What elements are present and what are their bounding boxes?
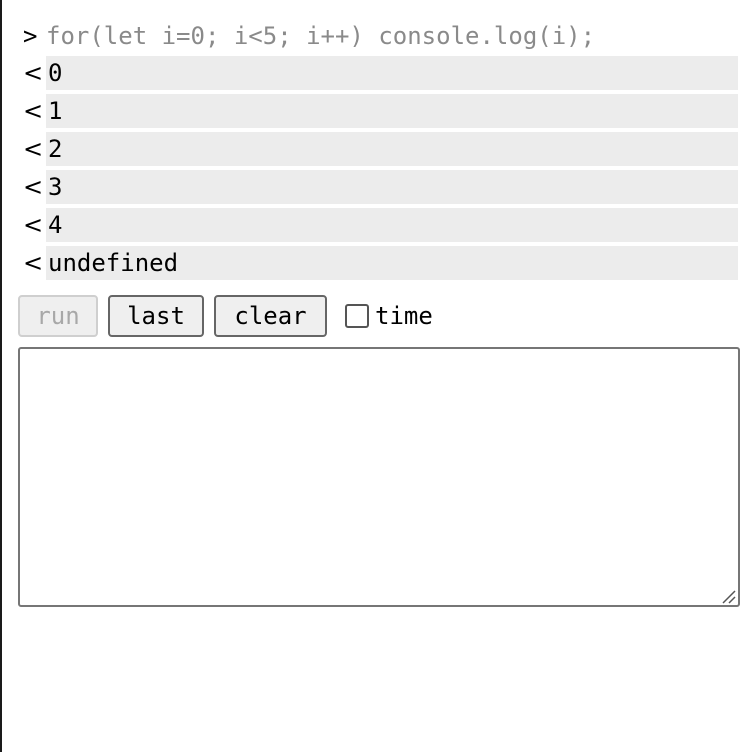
clear-button[interactable]: clear xyxy=(214,295,327,337)
output-value: 0 xyxy=(46,56,738,90)
output-line: < 1 xyxy=(18,92,738,130)
input-prompt-symbol: > xyxy=(23,22,38,50)
output-line: < 2 xyxy=(18,130,738,168)
time-toggle[interactable]: time xyxy=(345,302,433,330)
output-line: < 3 xyxy=(18,168,738,206)
resize-grip-icon[interactable] xyxy=(720,588,736,604)
output-value: 2 xyxy=(46,132,738,166)
run-button[interactable]: run xyxy=(18,295,98,337)
input-code: for(let i=0; i<5; i++) console.log(i); xyxy=(46,22,596,50)
output-line: < 0 xyxy=(18,54,738,92)
output-marker: < xyxy=(23,59,44,87)
output-value: 1 xyxy=(46,94,738,128)
output-marker: < xyxy=(23,249,44,277)
time-label: time xyxy=(375,302,433,330)
output-marker: < xyxy=(23,211,44,239)
output-value: 4 xyxy=(46,208,738,242)
output-value: undefined xyxy=(46,246,738,280)
output-marker: < xyxy=(23,135,44,163)
output-marker: < xyxy=(23,173,44,201)
console-controls: run last clear time xyxy=(18,294,433,338)
output-value: 3 xyxy=(46,170,738,204)
console-log: > for(let i=0; i<5; i++) console.log(i);… xyxy=(18,18,738,282)
output-line: < undefined xyxy=(18,244,738,282)
output-line: < 4 xyxy=(18,206,738,244)
output-marker: < xyxy=(23,97,44,125)
console-input-line: > for(let i=0; i<5; i++) console.log(i); xyxy=(18,18,738,54)
code-editor[interactable] xyxy=(18,347,740,607)
window-left-border xyxy=(0,0,2,752)
last-button[interactable]: last xyxy=(108,295,204,337)
time-checkbox[interactable] xyxy=(345,304,369,328)
